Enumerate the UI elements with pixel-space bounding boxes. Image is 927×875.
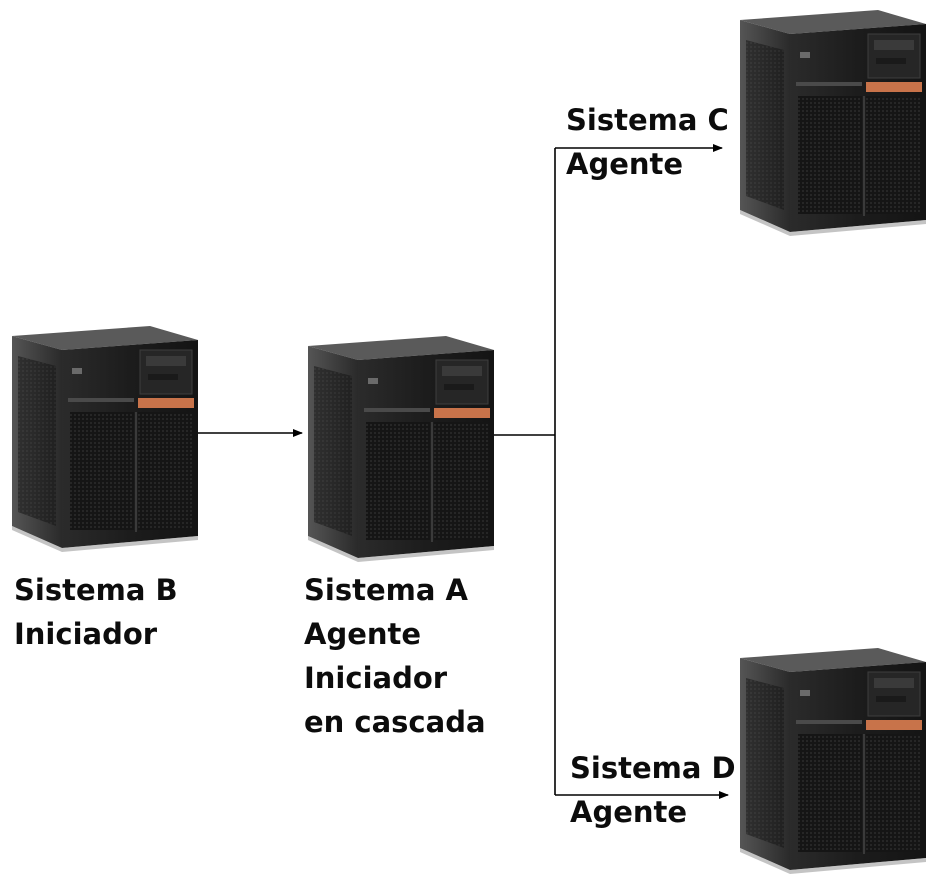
server-c-icon <box>738 9 927 237</box>
system-a-role-initiator: Iniciador <box>304 661 448 695</box>
system-d-role: Agente <box>570 795 688 829</box>
label-system-c: Sistema C Agente <box>566 98 729 186</box>
system-d-name: Sistema D <box>570 751 736 785</box>
system-a-name: Sistema A <box>304 573 468 607</box>
system-b-name: Sistema B <box>14 573 178 607</box>
system-c-role: Agente <box>566 147 684 181</box>
system-c-name: Sistema C <box>566 103 729 137</box>
label-system-a: Sistema A Agente Iniciador en cascada <box>304 568 486 744</box>
system-b-role: Iniciador <box>14 617 158 651</box>
server-d-icon <box>738 647 927 875</box>
server-a-icon <box>306 335 496 563</box>
system-a-role-cascade: en cascada <box>304 705 486 739</box>
server-b-icon <box>10 325 200 553</box>
label-system-b: Sistema B Iniciador <box>14 568 178 656</box>
system-a-role-agent: Agente <box>304 617 422 651</box>
label-system-d: Sistema D Agente <box>570 746 736 834</box>
